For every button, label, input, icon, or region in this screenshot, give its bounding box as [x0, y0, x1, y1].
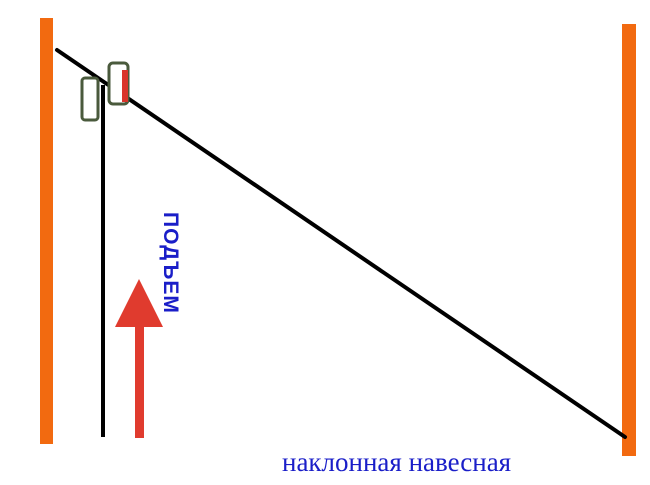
lift-arrow — [115, 279, 163, 438]
scheme-caption: наклонная навесная — [282, 447, 512, 477]
left-clip — [80, 76, 100, 122]
right-post — [622, 24, 636, 456]
inclined-wire — [55, 48, 627, 439]
lift-label: ПОДЪЕМ — [159, 212, 182, 314]
left-post — [40, 18, 53, 444]
right-clip — [107, 61, 130, 106]
